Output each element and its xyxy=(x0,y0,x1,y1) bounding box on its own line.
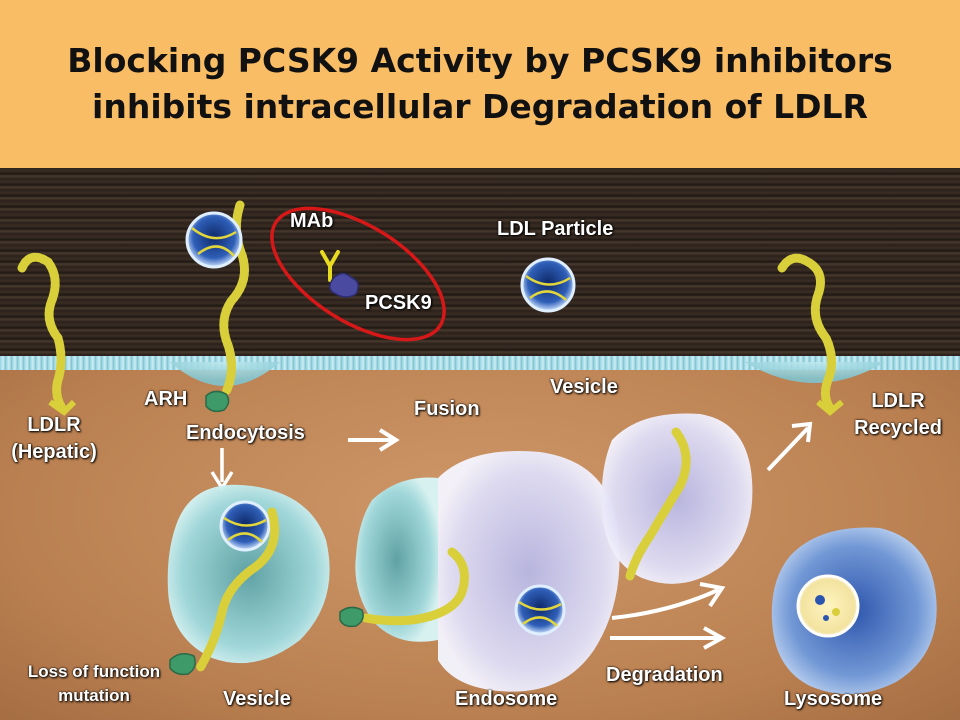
label-endosome: Endosome xyxy=(455,688,558,710)
title-band xyxy=(0,0,960,168)
endocytosis-arrow xyxy=(210,448,234,492)
arrow-to-recycling xyxy=(611,582,726,620)
label-endocytosis: Endocytosis xyxy=(186,422,305,444)
ldl-particle-bound xyxy=(185,211,243,269)
label-loss-of-function: Loss of function mutation xyxy=(6,662,182,706)
lysosome-core xyxy=(796,574,860,638)
arh-in-endosome xyxy=(339,606,364,628)
label-ldlr-recycled: LDLR Recycled xyxy=(850,390,946,440)
pcsk9-protein xyxy=(329,272,359,298)
coated-pit-right xyxy=(745,362,885,383)
label-arh: ARH xyxy=(144,388,188,410)
label-ldlr-hepatic: LDLR (Hepatic) xyxy=(6,414,102,464)
endosome xyxy=(438,451,620,692)
degradation-arrow xyxy=(610,626,727,650)
label-loss-line1: Loss of function xyxy=(27,662,161,681)
title-line-1: Blocking PCSK9 Activity by PCSK9 inhibit… xyxy=(67,41,893,80)
label-ldlr-hepatic-line1: LDLR xyxy=(27,414,81,436)
ldlr-in-endosome xyxy=(361,547,469,626)
label-ldlr-hepatic-line2: (Hepatic) xyxy=(11,441,97,463)
mutant-arh xyxy=(169,653,196,676)
label-ldlr-recycled-line2: Recycled xyxy=(854,417,942,439)
label-vesicle-top: Vesicle xyxy=(550,376,618,398)
coated-pit-left xyxy=(170,362,280,386)
diagram-title: Blocking PCSK9 Activity by PCSK9 inhibit… xyxy=(0,38,960,130)
label-vesicle-bottom: Vesicle xyxy=(223,688,291,710)
ldlr-in-recycling-vesicle xyxy=(625,427,691,581)
mab-pcsk9-highlight xyxy=(270,206,446,342)
label-degradation: Degradation xyxy=(606,664,723,686)
title-line-2: inhibits intracellular Degradation of LD… xyxy=(92,87,868,126)
ldlr-in-vesicle xyxy=(195,507,280,673)
label-lysosome: Lysosome xyxy=(784,688,883,710)
recycle-arrow xyxy=(766,421,813,472)
ldlr-recycled-receptor xyxy=(777,253,836,413)
label-fusion: Fusion xyxy=(414,398,480,420)
label-mab: MAb xyxy=(290,210,334,232)
arh-adaptor xyxy=(205,390,230,413)
mab-antibody xyxy=(320,250,340,282)
label-ldlr-recycled-line1: LDLR xyxy=(871,390,925,412)
fusion-arrow xyxy=(348,428,400,452)
label-loss-line2: mutation xyxy=(58,686,130,705)
fusing-vesicle xyxy=(355,477,438,642)
label-ldl-particle: LDL Particle xyxy=(497,218,614,240)
ldlr-hepatic-receptor xyxy=(17,252,67,413)
label-pcsk9: PCSK9 xyxy=(365,292,432,314)
